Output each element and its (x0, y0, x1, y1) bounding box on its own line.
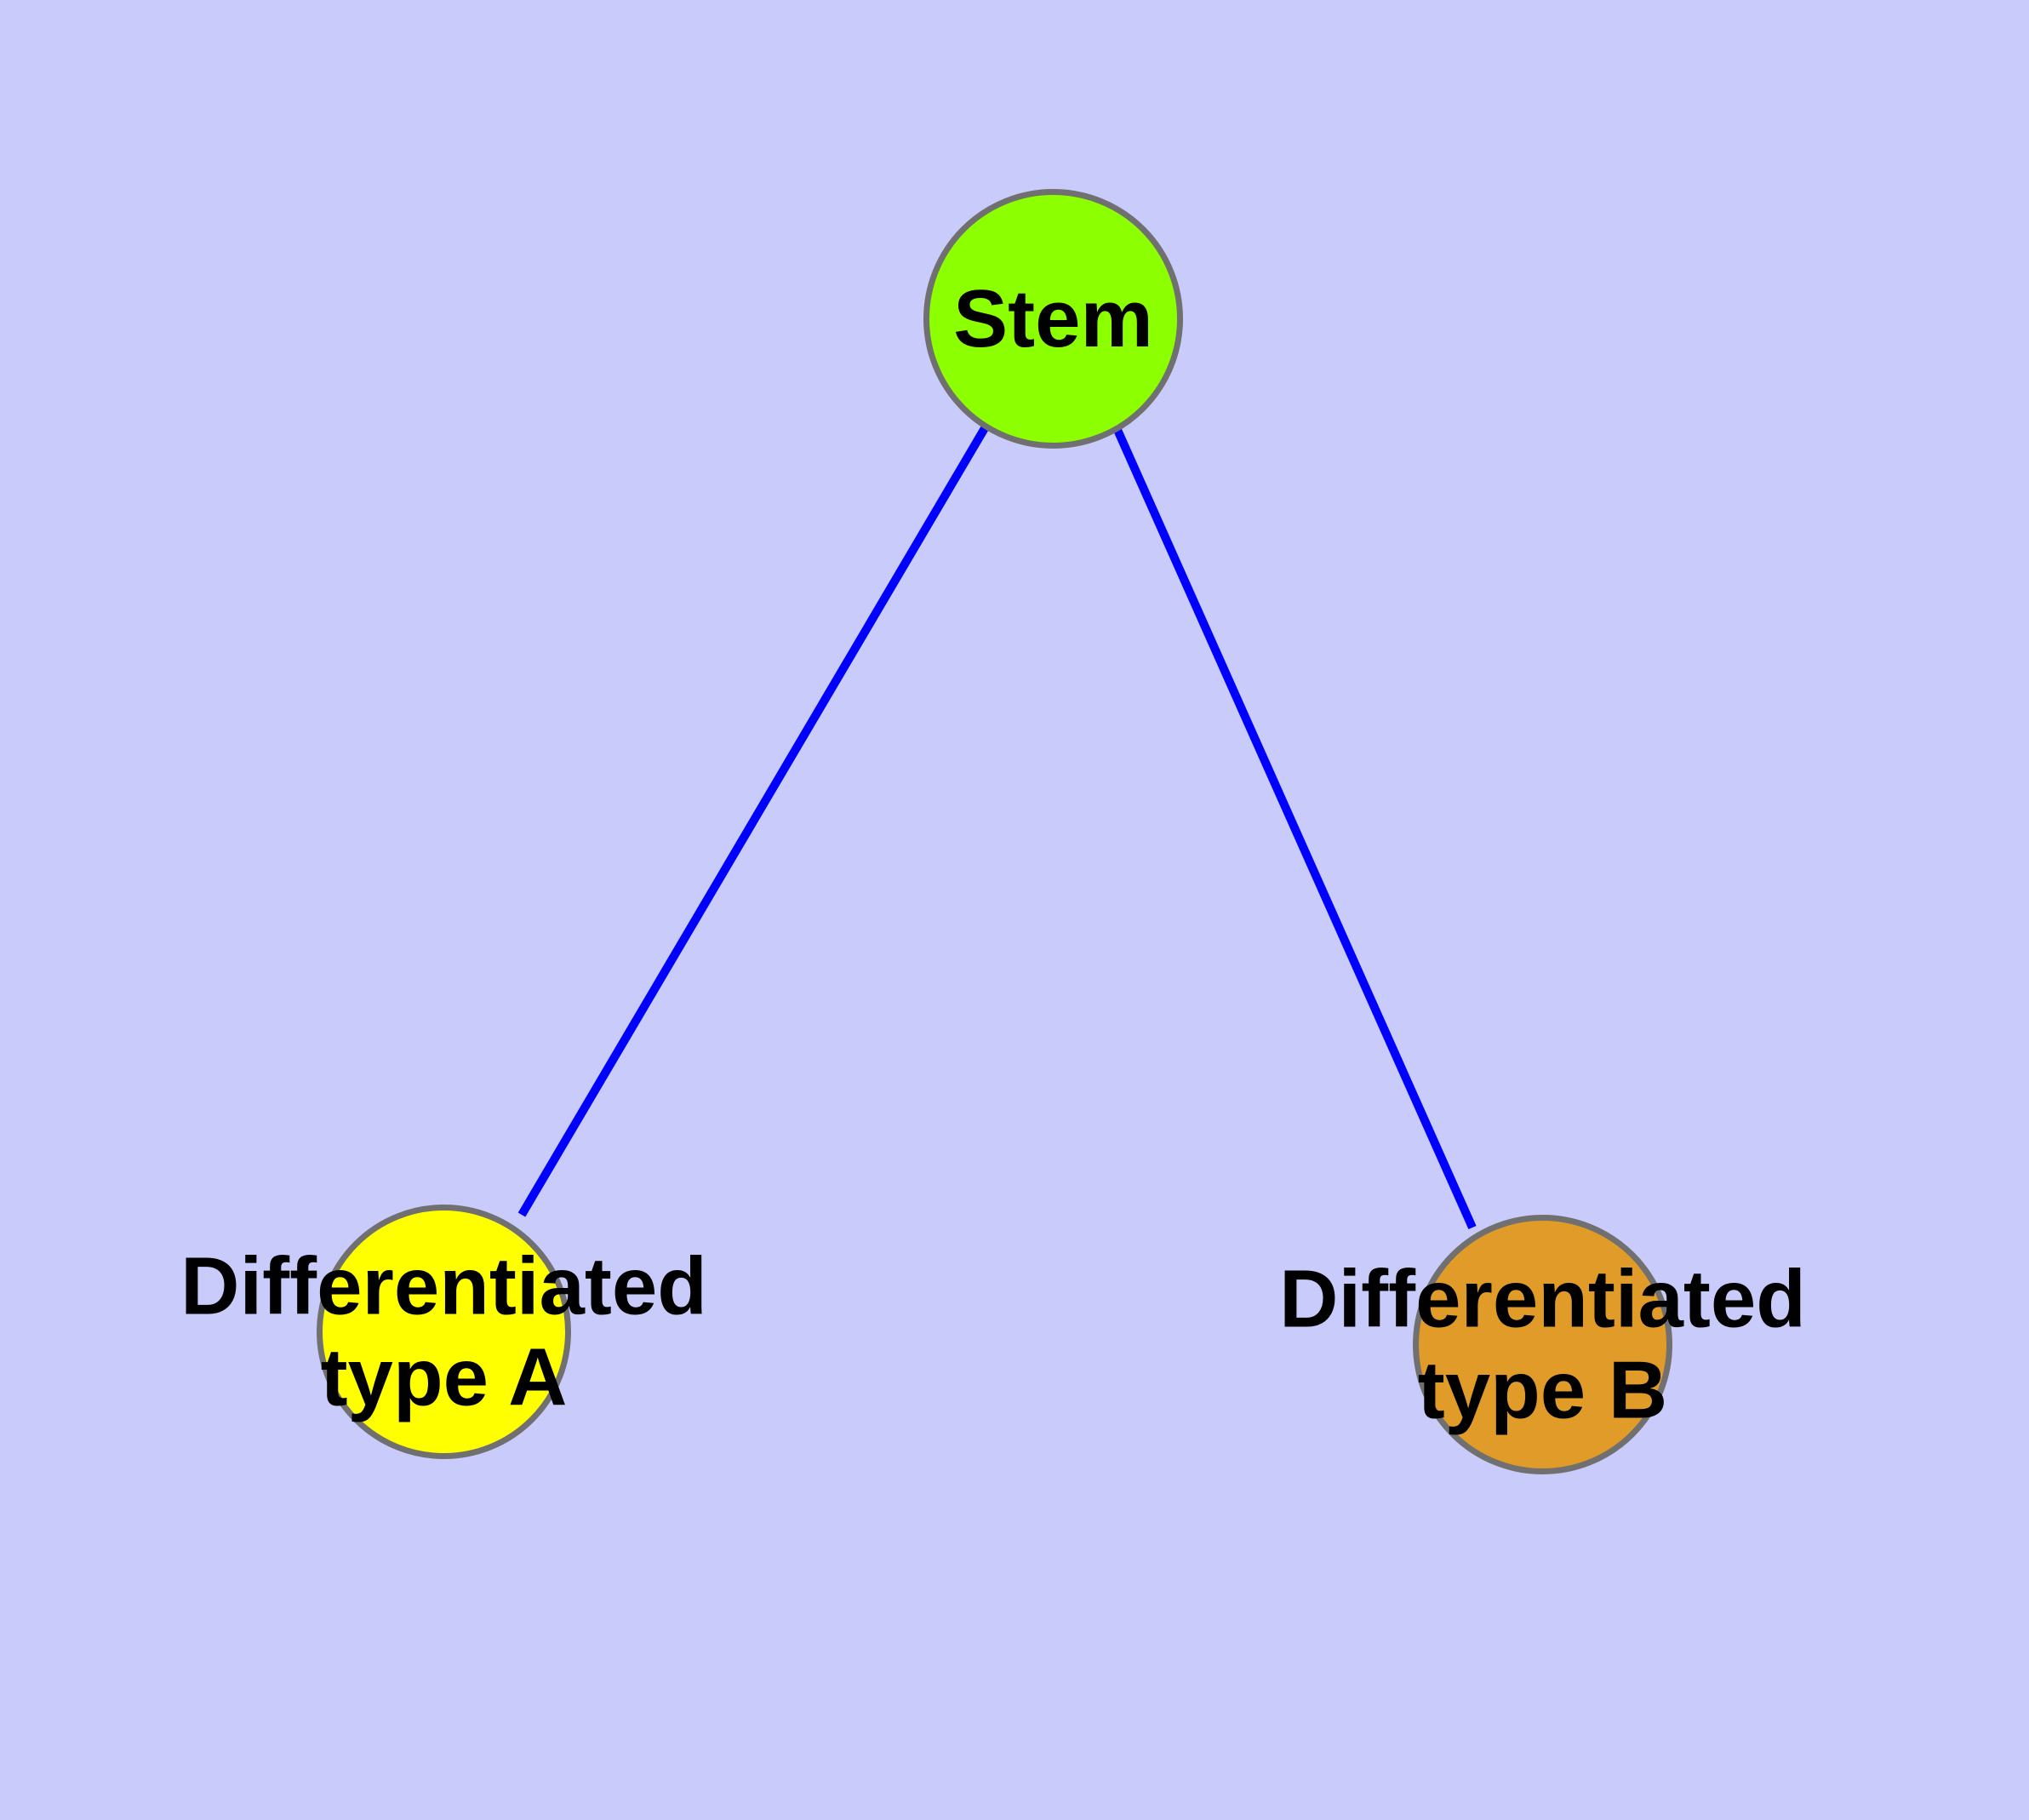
node-differentiated-type-b[interactable]: Differentiated type B (1279, 1215, 1806, 1474)
node-stem[interactable]: Stem (923, 189, 1183, 449)
edge-stem-to-differentiated-type-b (1113, 427, 1477, 1230)
edge-stem-to-differentiated-type-a (517, 426, 989, 1217)
node-stem-label: Stem (953, 272, 1153, 364)
node-differentiated-type-a[interactable]: Differentiated type A (180, 1205, 707, 1459)
